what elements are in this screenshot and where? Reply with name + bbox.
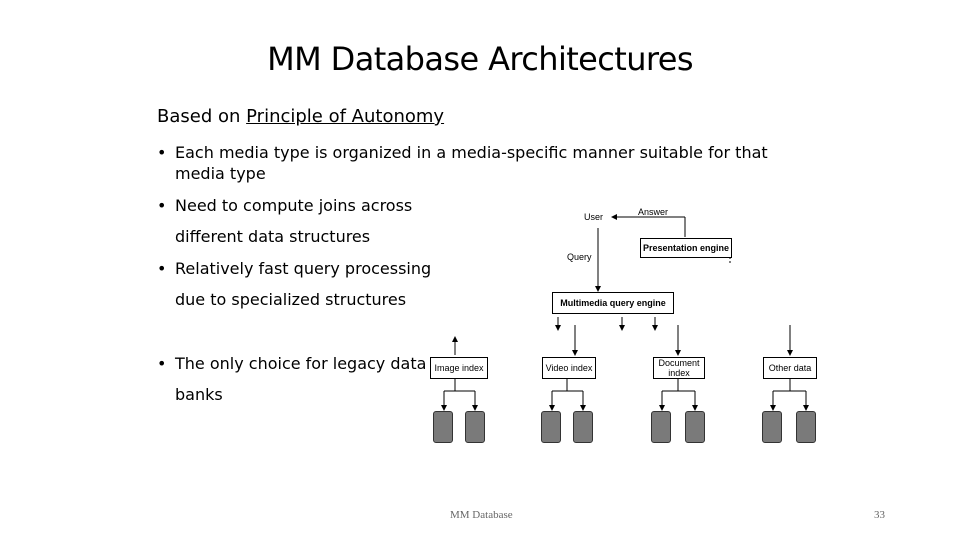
bullet-text: Need to compute joins across different d…: [175, 196, 413, 246]
database-icon: [685, 411, 705, 443]
bullet-text: Relatively fast query processing due to …: [175, 259, 432, 309]
video-index-box: Video index: [542, 357, 596, 379]
database-icon: [433, 411, 453, 443]
bullet-dot: •: [157, 259, 167, 278]
bullet-dot: •: [157, 354, 167, 373]
user-label: User: [584, 212, 604, 222]
other-data-box: Other data: [763, 357, 817, 379]
database-icon: [796, 411, 816, 443]
footer-text: MM Database: [450, 509, 513, 521]
bullet-text: Each media type is organized in a media-…: [175, 143, 768, 183]
database-icon: [573, 411, 593, 443]
bullet-text: The only choice for legacy data banks: [175, 354, 427, 404]
image-index-box: Image index: [430, 357, 488, 379]
presentation-engine-box: Presentation engine: [640, 238, 732, 258]
bullet-dot: •: [157, 196, 167, 215]
page-number: 33: [874, 509, 885, 521]
answer-label: Answer: [638, 207, 669, 217]
diagram-connectors: [441, 214, 809, 411]
slide-title: MM Database Architectures: [267, 40, 693, 78]
database-icon: [541, 411, 561, 443]
document-index-box: Document index: [653, 357, 705, 379]
subtitle-prefix: Based on: [157, 106, 247, 127]
query-label: Query: [567, 252, 592, 262]
bullet-dot: •: [157, 143, 167, 162]
multimedia-query-engine-box: Multimedia query engine: [552, 292, 674, 314]
principle-of-autonomy-link[interactable]: Principle of Autonomy: [246, 106, 445, 127]
slide-subtitle: Based on Principle of Autonomy: [157, 106, 444, 127]
database-icon: [465, 411, 485, 443]
database-icon: [651, 411, 671, 443]
database-icon: [762, 411, 782, 443]
